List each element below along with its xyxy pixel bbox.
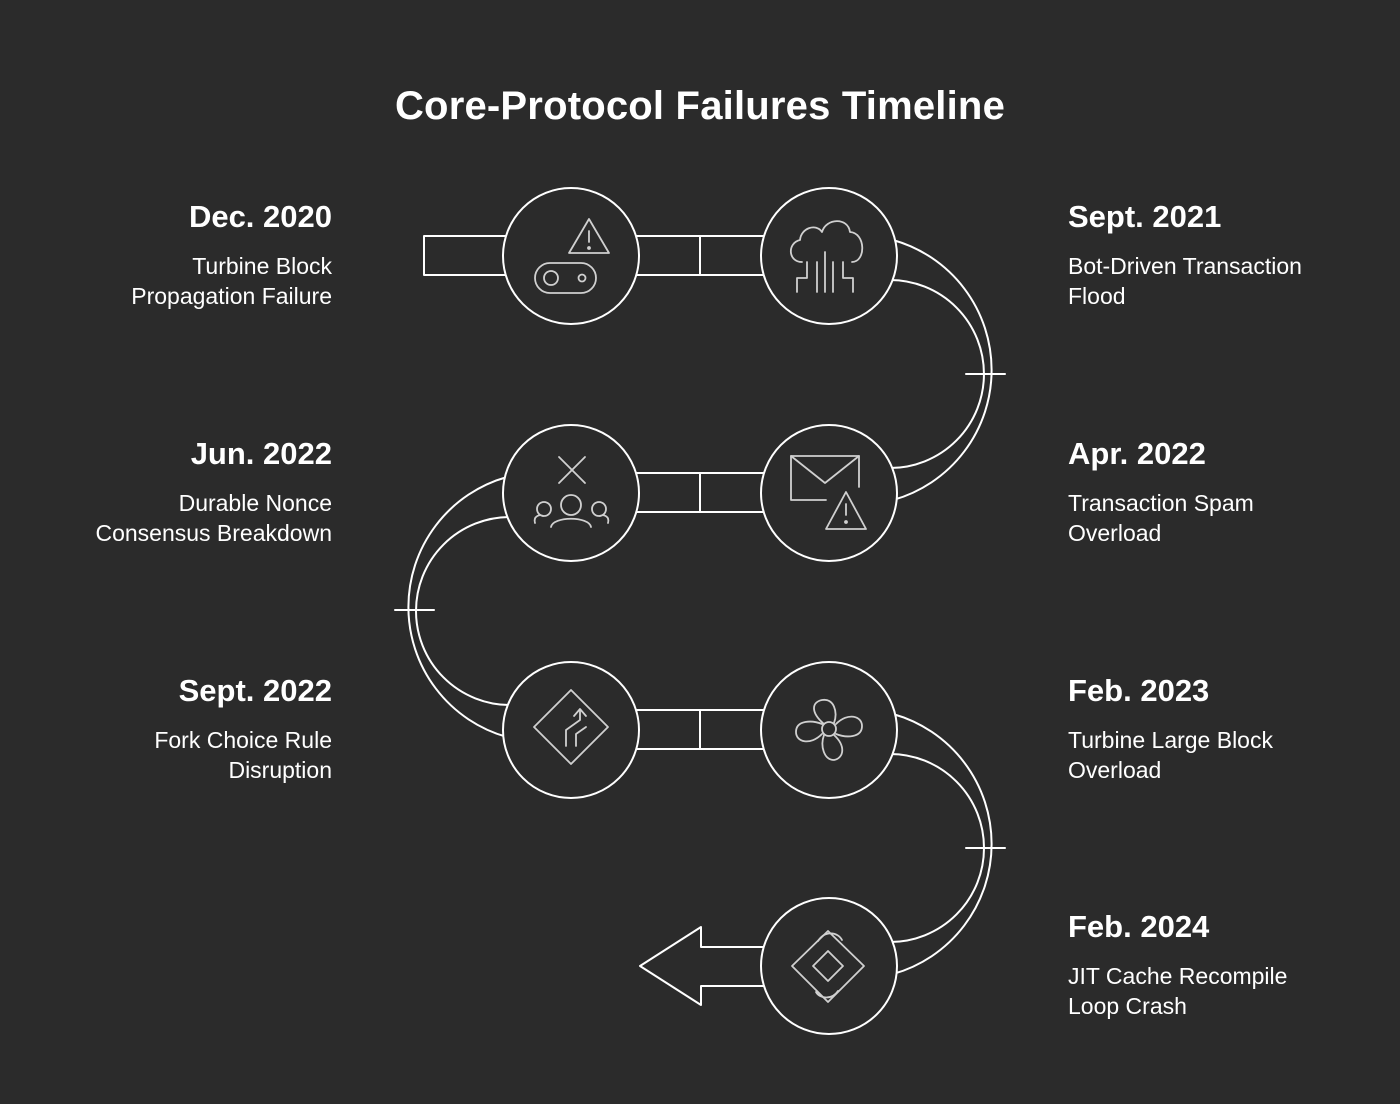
cloud-network-icon bbox=[789, 220, 864, 293]
timeline-event-jun-2022: Jun. 2022 Durable Nonce Consensus Breakd… bbox=[32, 436, 332, 548]
page-title: Core-Protocol Failures Timeline bbox=[394, 84, 1006, 128]
timeline-end-arrow bbox=[639, 926, 766, 1006]
node-circle bbox=[502, 661, 640, 799]
timeline-event-dec-2020: Dec. 2020 Turbine Block Propagation Fail… bbox=[32, 199, 332, 311]
event-description: Durable Nonce Consensus Breakdown bbox=[95, 490, 332, 546]
event-description: Fork Choice Rule Disruption bbox=[154, 727, 332, 783]
node-circle bbox=[502, 424, 640, 562]
event-description: Transaction Spam Overload bbox=[1068, 490, 1254, 546]
timeline-event-sept-2022: Sept. 2022 Fork Choice Rule Disruption bbox=[32, 673, 332, 785]
node-circle bbox=[760, 424, 898, 562]
timeline-event-feb-2024: Feb. 2024 JIT Cache Recompile Loop Crash bbox=[1068, 909, 1368, 1021]
fan-icon bbox=[795, 699, 863, 761]
event-date: Dec. 2020 bbox=[188, 199, 332, 234]
event-date: Apr. 2022 bbox=[1068, 436, 1206, 471]
timeline-event-feb-2023: Feb. 2023 Turbine Large Block Overload bbox=[1068, 673, 1368, 785]
event-description: Turbine Large Block Overload bbox=[1068, 727, 1273, 783]
mail-warning-icon bbox=[790, 455, 867, 530]
event-description: Turbine Block Propagation Failure bbox=[131, 253, 332, 309]
event-description: JIT Cache Recompile Loop Crash bbox=[1068, 963, 1288, 1019]
event-description: Bot-Driven Transaction Flood bbox=[1068, 253, 1302, 309]
jira-diamond-icon bbox=[791, 930, 865, 1003]
timeline-event-apr-2022: Apr. 2022 Transaction Spam Overload bbox=[1068, 436, 1368, 548]
event-date: Sept. 2022 bbox=[178, 673, 332, 708]
warning-gear-icon bbox=[534, 218, 610, 294]
event-date: Jun. 2022 bbox=[190, 436, 332, 471]
road-sign-icon bbox=[533, 689, 609, 765]
event-date: Feb. 2023 bbox=[1068, 673, 1210, 708]
node-circle bbox=[760, 897, 898, 1035]
node-circle bbox=[502, 187, 640, 325]
event-date: Feb. 2024 bbox=[1068, 909, 1210, 944]
group-cross-icon bbox=[533, 456, 610, 528]
timeline-event-sept-2021: Sept. 2021 Bot-Driven Transaction Flood bbox=[1068, 199, 1368, 311]
node-circle bbox=[760, 187, 898, 325]
event-date: Sept. 2021 bbox=[1068, 199, 1222, 234]
node-circle bbox=[760, 661, 898, 799]
timeline-start-tab bbox=[423, 235, 509, 276]
